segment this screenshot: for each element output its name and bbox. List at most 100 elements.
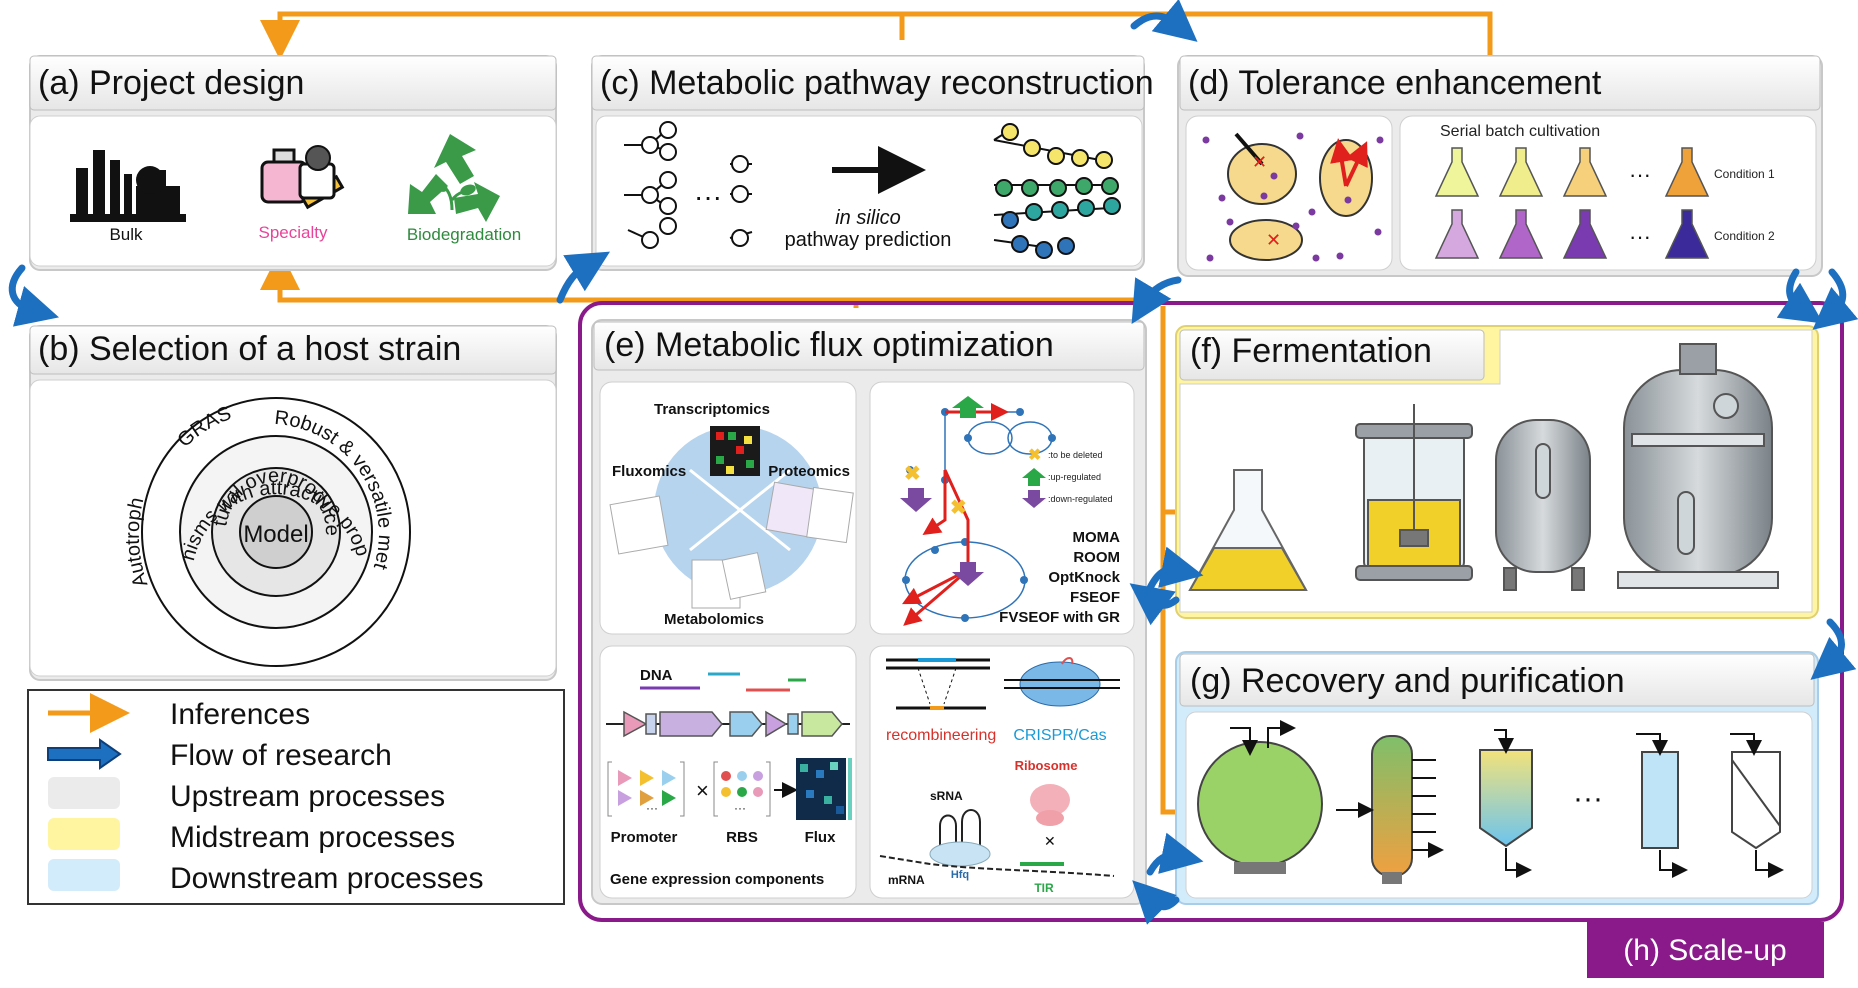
- flow-arrows: [8, 0, 1858, 925]
- scale-up-border: [578, 301, 1844, 922]
- ribosome-label: Ribosome: [1015, 758, 1078, 773]
- scale-up-label-box: [1587, 922, 1824, 978]
- transcriptomics-label: Transcriptomics: [654, 401, 770, 418]
- flow-arrow-c-to-d: [1130, 0, 1198, 42]
- svg-text:✕: ✕: [1266, 230, 1281, 250]
- recovery-ellipsis: ···: [1573, 782, 1603, 815]
- flow-arrow-e-to-g: [1146, 832, 1204, 876]
- panel-e-title: (e) Metabolic flux optimization: [604, 326, 1054, 364]
- legend-blue-arrow: [47, 738, 122, 770]
- mrna-label: mRNA: [888, 873, 925, 887]
- legend-midstream-swatch: [48, 818, 120, 850]
- scale-up-label: (h) Scale-up: [1623, 934, 1786, 967]
- legend-up-icon: [1022, 468, 1046, 486]
- panel-b-title: (b) Selection of a host strain: [38, 330, 461, 368]
- panel-flux-optimization: (e) Metabolic flux optimization Transcri…: [591, 319, 1147, 905]
- panel-f-title: (f) Fermentation: [1190, 332, 1432, 370]
- panel-d-title: (d) Tolerance enhancement: [1188, 64, 1602, 102]
- legend-down-icon: [1022, 490, 1046, 508]
- flux-red-paths: [902, 403, 1009, 626]
- tolerant-cells: ✕ ✕: [1202, 132, 1384, 262]
- flow-arrow-d-down-2: [1812, 268, 1858, 330]
- ribosome-block: ✕: [1044, 833, 1056, 849]
- bulk-label: Bulk: [109, 225, 143, 244]
- promoter-dots: ···: [646, 801, 658, 815]
- to-be-deleted-label: :to be deleted: [1048, 450, 1103, 460]
- adsorption-column: [1479, 729, 1533, 878]
- srna-label: sRNA: [930, 789, 963, 803]
- panel-pathway-reconstruction: (c) Metabolic pathway reconstruction ···…: [591, 55, 1154, 271]
- gene-construct: [606, 710, 850, 738]
- promoter-library: [607, 761, 685, 817]
- pathway-ellipsis: ···: [694, 181, 722, 212]
- times-symbol: ×: [696, 778, 709, 803]
- deleted-mark-1: ✖: [904, 463, 921, 485]
- flow-arrow-a-to-b: [8, 264, 60, 327]
- pilot-fermenter: [1495, 419, 1591, 591]
- predicted-network: [993, 123, 1121, 259]
- in-silico-label: in silico: [835, 207, 901, 229]
- down-regulated-icon-2: [952, 562, 984, 586]
- flow-arrow-b-to-c: [556, 251, 611, 304]
- legend-delete-mark: ✖: [1028, 447, 1041, 464]
- industrial-fermenter: [1617, 343, 1779, 589]
- lab-bioreactor: [1355, 404, 1473, 581]
- flux-heatmap: [796, 758, 852, 820]
- flow-arrow-f-to-e-1: [1129, 583, 1180, 626]
- crispr-graphic: [1004, 657, 1120, 707]
- panel-c-title: (c) Metabolic pathway reconstruction: [600, 64, 1154, 102]
- flux-label: Flux: [805, 829, 836, 846]
- svg-text:✕: ✕: [1252, 152, 1267, 172]
- host-circles: [141, 397, 411, 667]
- rbs-label: RBS: [726, 829, 758, 846]
- up-regulated-icon: [952, 396, 984, 418]
- tolerance-ellipsis-1: ···: [1629, 162, 1651, 187]
- distillation-column: [1336, 735, 1436, 884]
- flask-row-2: [1434, 209, 1710, 259]
- panel-fermentation: (f) Fermentation: [1175, 325, 1819, 619]
- flask-row-1: [1434, 147, 1710, 197]
- algorithm-moma: MOMA: [1073, 529, 1121, 546]
- recombineering-label: recombineering: [886, 727, 996, 744]
- specialty-label: Specialty: [259, 223, 328, 242]
- proteomics-label: Proteomics: [768, 463, 850, 480]
- legend-label-inferences: Inferences: [170, 698, 310, 731]
- pathway-prediction-label: pathway prediction: [785, 229, 952, 251]
- hfq-label: Hfq: [951, 869, 969, 881]
- legend-label-upstream: Upstream processes: [170, 780, 445, 813]
- panel-g-title: (g) Recovery and purification: [1190, 662, 1625, 700]
- deleted-mark-2: ✖: [950, 497, 967, 519]
- factory-icon: [70, 150, 186, 222]
- algorithm-fseof: FSEOF: [1070, 589, 1120, 606]
- tolerance-ellipsis-2: ···: [1629, 224, 1651, 249]
- promoter-label: Promoter: [611, 829, 678, 846]
- legend-label-midstream: Midstream processes: [170, 821, 455, 854]
- legend-label-flow: Flow of research: [170, 739, 392, 772]
- panel-a-title: (a) Project design: [38, 64, 304, 102]
- condition-2-label: Condition 2: [1714, 229, 1775, 243]
- specialty-icon: [260, 145, 345, 210]
- legend: Inferences Flow of research Upstream pro…: [27, 689, 565, 905]
- legend-label-downstream: Downstream processes: [170, 862, 483, 895]
- centrifuge-tank: [1197, 720, 1323, 874]
- algorithm-optknock: OptKnock: [1048, 569, 1120, 586]
- algorithm-room: ROOM: [1073, 549, 1120, 566]
- recombineering-graphic: [886, 658, 990, 710]
- tir-label: TIR: [1034, 881, 1054, 895]
- algorithm-fvseof: FVSEOF with GR: [999, 609, 1120, 626]
- panel-tolerance: (d) Tolerance enhancement ✕ ✕ Serial bat…: [1177, 55, 1823, 277]
- flow-arrow-d-down-1: [1776, 268, 1824, 324]
- hfq-icon: [929, 841, 991, 867]
- chromatography-column: [1636, 733, 1688, 878]
- srna-hairpins: [939, 809, 981, 856]
- metabolomics-label: Metabolomics: [664, 611, 764, 628]
- flow-arrow-g-to-e: [1132, 880, 1180, 925]
- ribosome-icon: [1030, 784, 1070, 816]
- panel-project-design: (a) Project design Bulk Specialty: [29, 55, 557, 271]
- down-regulated-icon: [900, 488, 932, 512]
- pathway-fragments: [624, 121, 753, 249]
- condition-1-label: Condition 1: [1714, 167, 1775, 181]
- legend-upstream-swatch: [48, 777, 120, 809]
- gene-expression-label: Gene expression components: [610, 871, 824, 888]
